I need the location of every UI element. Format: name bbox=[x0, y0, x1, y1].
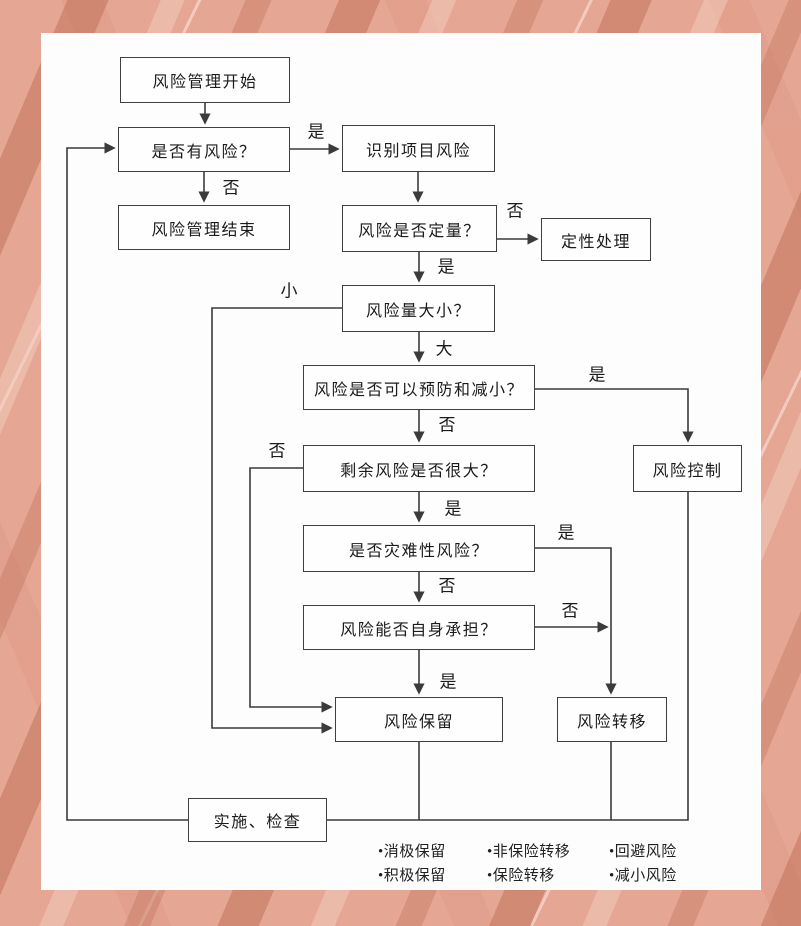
edge-magnitude-small-retain bbox=[211, 307, 342, 734]
edge-label-has-risk-yes: 是 bbox=[307, 122, 325, 142]
legend-item: •消极保留 bbox=[378, 844, 446, 860]
edge-label-prevent-yes: 是 bbox=[588, 365, 606, 385]
edge-label-catastrophic-yes: 是 bbox=[557, 523, 575, 543]
node-qualitative: 定性处理 bbox=[541, 218, 651, 261]
node-implement: 实施、检查 bbox=[188, 798, 327, 842]
legend-item: •减小风险 bbox=[609, 868, 677, 884]
node-control: 风险控制 bbox=[633, 445, 742, 492]
node-transfer: 风险转移 bbox=[557, 697, 667, 742]
edge-label-magnitude-large: 大 bbox=[435, 339, 453, 359]
legend: •消极保留 •非保险转移 •回避风险 •积极保留 •保险转移 •减小风险 bbox=[378, 840, 705, 885]
node-residual: 剩余风险是否很大？ bbox=[303, 445, 535, 492]
node-has-risk: 是否有风险？ bbox=[118, 127, 290, 172]
edge-label-residual-yes: 是 bbox=[444, 499, 462, 519]
edge-label-residual-no: 否 bbox=[268, 441, 286, 461]
edge-label-self-bear-no: 否 bbox=[561, 601, 579, 621]
edge-label-prevent-no: 否 bbox=[438, 415, 456, 435]
node-identify: 识别项目风险 bbox=[342, 125, 495, 172]
edge-catastrophic-yes-transfer bbox=[535, 547, 617, 695]
edge-label-quantify-no: 否 bbox=[506, 201, 524, 221]
edge-label-quantify-yes: 是 bbox=[437, 257, 455, 277]
edge-label-self-bear-yes: 是 bbox=[439, 672, 457, 692]
edge-label-catastrophic-no: 否 bbox=[438, 576, 456, 596]
edge-label-has-risk-no: 否 bbox=[222, 178, 240, 198]
legend-item: •积极保留 bbox=[378, 868, 446, 884]
node-magnitude: 风险量大小？ bbox=[342, 285, 495, 332]
node-catastrophic: 是否灾难性风险？ bbox=[303, 525, 535, 572]
legend-item: •非保险转移 bbox=[487, 844, 571, 860]
node-prevent: 风险是否可以预防和减小？ bbox=[303, 365, 535, 410]
edge-feedback-to-hasrisk bbox=[66, 142, 689, 821]
legend-item: •回避风险 bbox=[609, 844, 677, 860]
node-quantify: 风险是否定量？ bbox=[342, 205, 497, 252]
edge-label-magnitude-small: 小 bbox=[280, 281, 298, 301]
node-start: 风险管理开始 bbox=[120, 57, 290, 103]
node-self-bear: 风险能否自身承担？ bbox=[303, 605, 535, 650]
edge-residual-no-retain bbox=[249, 467, 333, 713]
node-end: 风险管理结束 bbox=[118, 205, 290, 250]
edge-prevent-yes-control bbox=[535, 388, 694, 443]
legend-item: •保险转移 bbox=[487, 868, 555, 884]
node-retain: 风险保留 bbox=[335, 697, 503, 742]
